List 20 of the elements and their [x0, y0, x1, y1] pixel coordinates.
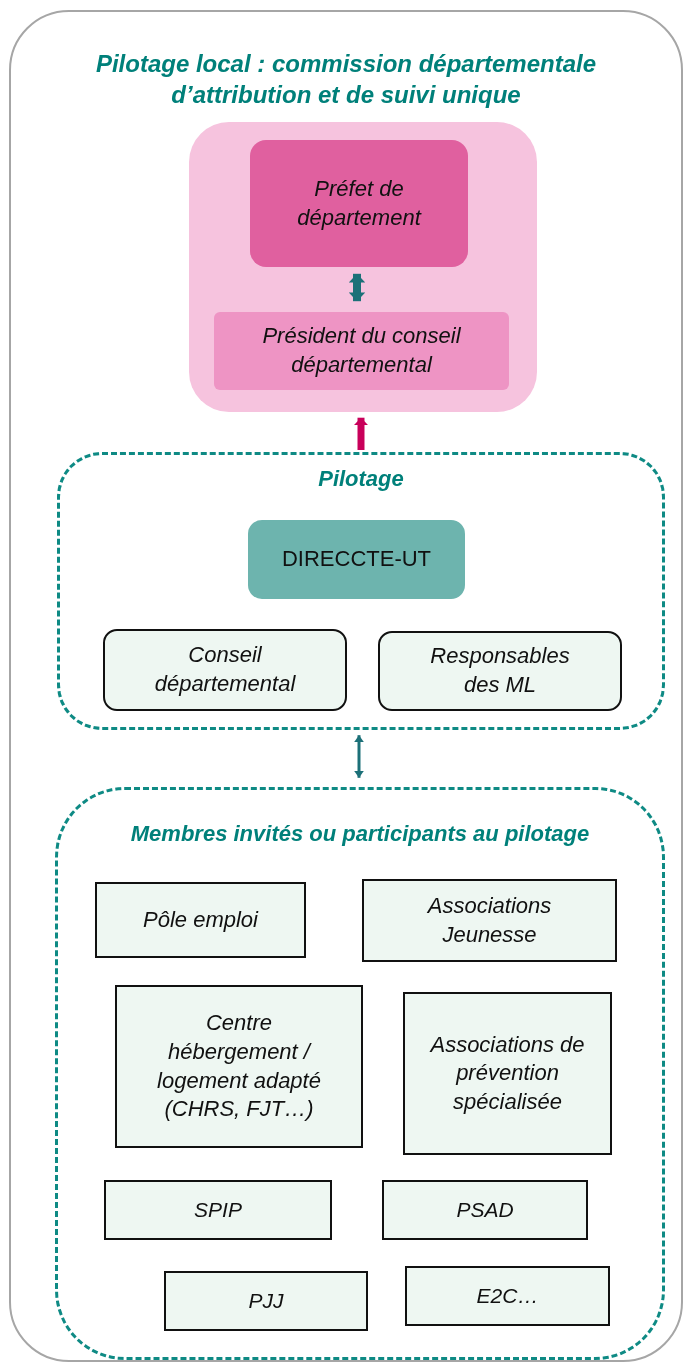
process-box: PSAD: [382, 1180, 588, 1240]
process-box: E2C…: [405, 1266, 610, 1326]
process-box: Préfet de département: [250, 140, 468, 267]
group-panel: [189, 122, 537, 412]
process-box: Responsables des ML: [378, 631, 622, 711]
process-box: Associations Jeunesse: [362, 879, 617, 962]
group-heading: Pilotage local : commission départementale d’attribution et de suivi unique: [94, 49, 598, 111]
process-box: Pôle emploi: [95, 882, 306, 958]
process-box: Conseil départemental: [103, 629, 347, 711]
outer-frame: [9, 10, 683, 1362]
process-box: Associations de prévention spécialisée: [403, 992, 612, 1155]
process-box: PJJ: [164, 1271, 368, 1331]
process-box: Centre hébergement / logement adapté (CHRS, FJT…): [115, 985, 363, 1148]
dashed-group: [55, 787, 665, 1360]
process-box: Président du conseil départemental: [214, 312, 509, 390]
process-box: SPIP: [104, 1180, 332, 1240]
process-box: DIRECCTE-UT: [248, 520, 465, 599]
group-heading: Membres invités ou participants au pilotage: [129, 820, 591, 848]
dashed-group: [57, 452, 665, 730]
group-heading: Pilotage: [317, 465, 405, 493]
